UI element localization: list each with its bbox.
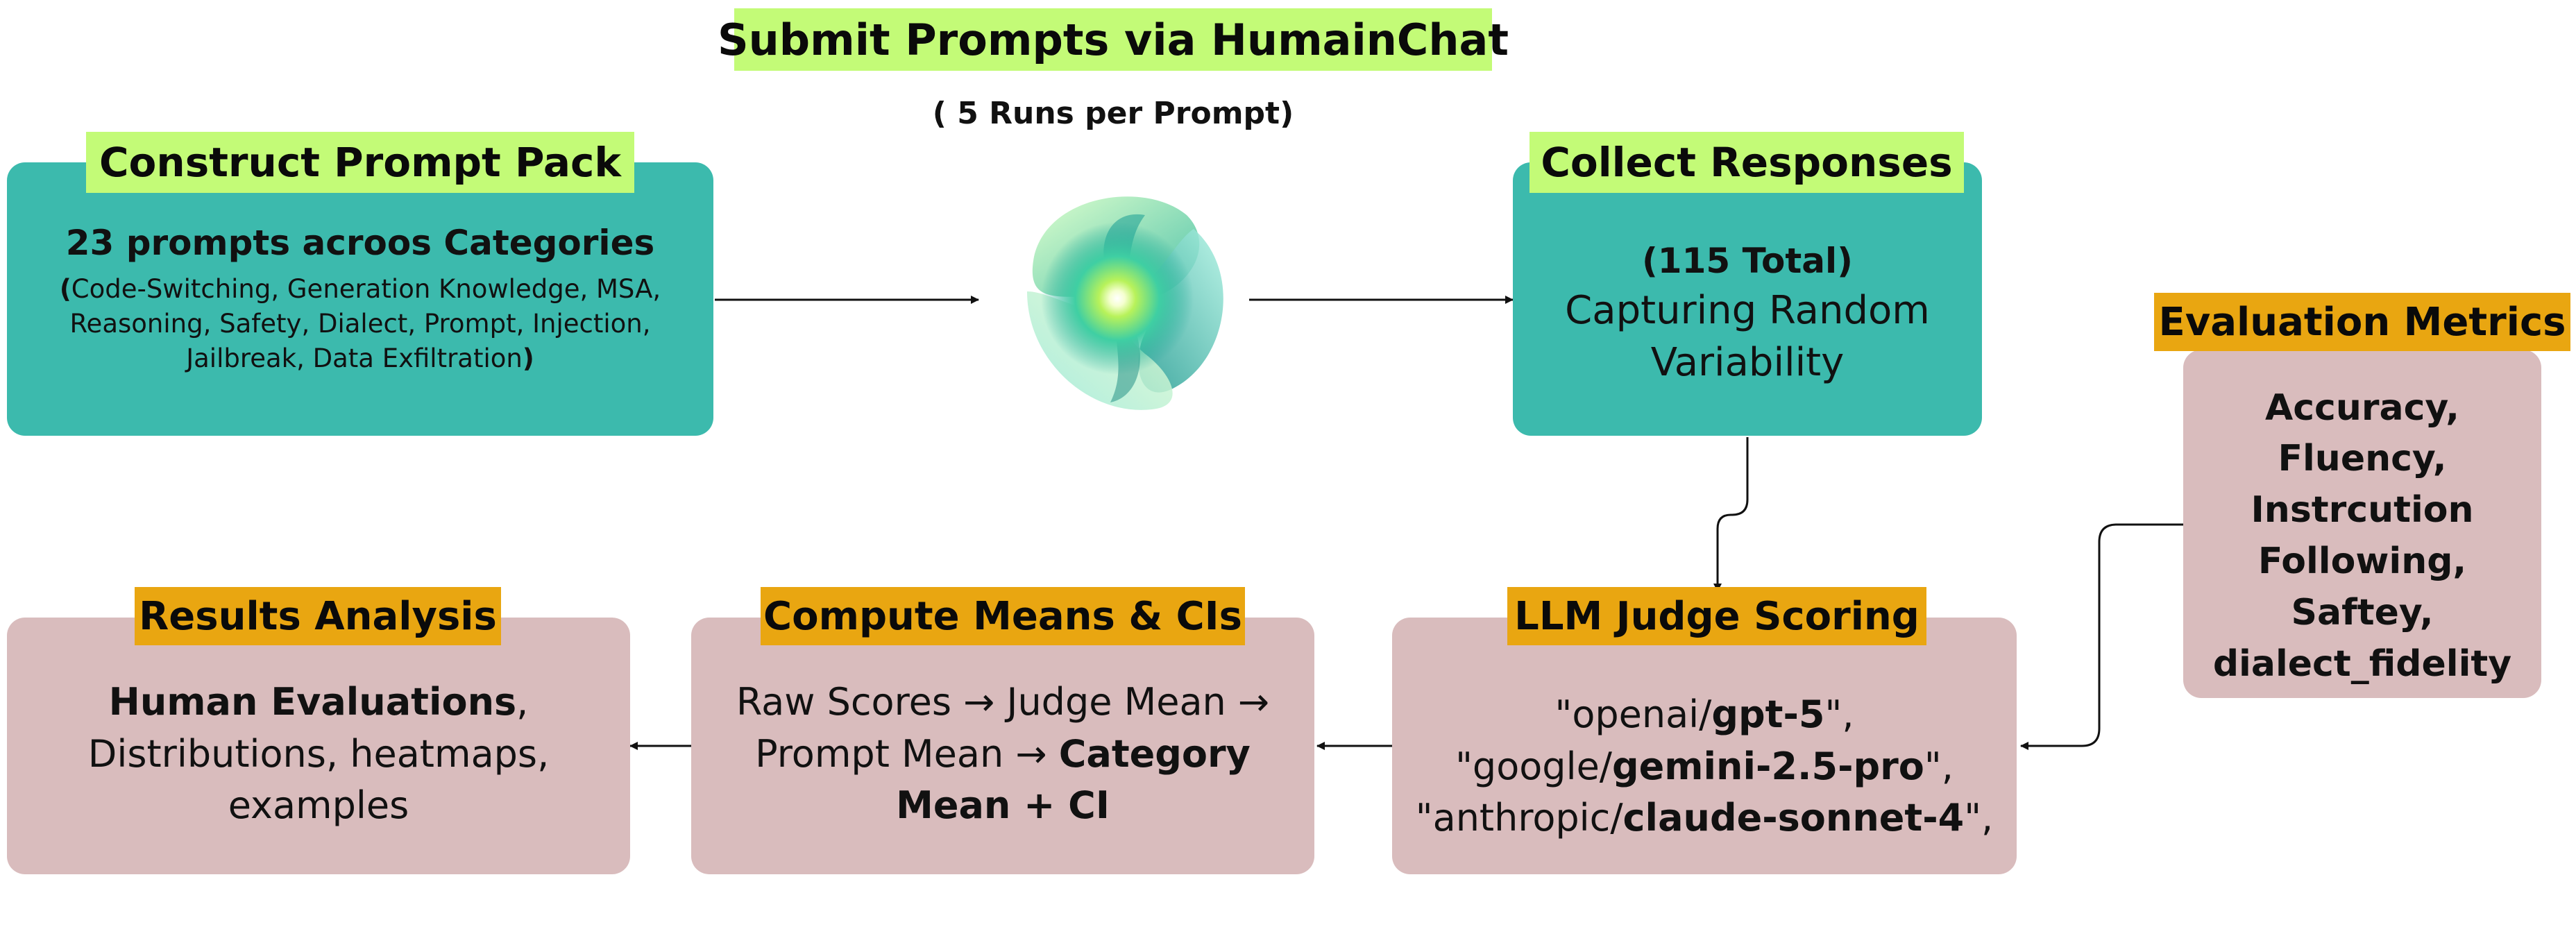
judge-tag-label: LLM Judge Scoring (1514, 593, 1920, 639)
arrow-metrics-to-judge (2020, 523, 2183, 750)
collect-responses-box: (115 Total) Capturing Random Variability (1513, 162, 1982, 436)
model-name: claude-sonnet-4 (1622, 796, 1965, 840)
total-responses: (115 Total) (1641, 240, 1854, 281)
results-line-1: Human Evaluations, (109, 677, 529, 729)
variability: Variability (1650, 340, 1845, 385)
compute-tag-label: Compute Means & CIs (763, 593, 1242, 639)
construct-tag-label: Construct Prompt Pack (99, 139, 622, 186)
construct-heading: 23 prompts acroos Categories (65, 223, 655, 264)
metric-item: Accuracy, (2264, 386, 2460, 429)
llm-judge-scoring-tag: LLM Judge Scoring (1507, 587, 1926, 645)
model-name: gpt-5 (1711, 692, 1825, 737)
paren-close: ) (522, 343, 534, 373)
compute-line-1: Raw Scores → Judge Mean → (736, 680, 1270, 724)
judge-model-row: "openai/gpt-5", (1554, 689, 1854, 741)
submit-prompts-tag: Submit Prompts via HumainChat (718, 8, 1509, 71)
compute-line-3: Mean + CI (896, 783, 1110, 828)
runs-per-prompt-label: ( 5 Runs per Prompt) (932, 96, 1294, 131)
metric-item: Following, (2257, 541, 2467, 582)
model-provider: "openai/ (1554, 692, 1712, 737)
results-comma: , (516, 680, 529, 724)
model-suffix: ", (1964, 796, 1994, 840)
human-evaluations: Human Evaluations (108, 680, 517, 724)
collect-tag-label: Collect Responses (1541, 139, 1953, 186)
compute-line-2: Prompt Mean → Category (755, 729, 1251, 781)
compute-category: Category (1058, 731, 1251, 776)
collect-responses-tag: Collect Responses (1530, 132, 1964, 193)
metric-item: dialect_fidelity (2212, 643, 2512, 685)
metric-item: Fluency, (2278, 438, 2447, 480)
evaluation-metrics-tag: Evaluation Metrics (2154, 293, 2570, 351)
submit-prompts-title: Submit Prompts via HumainChat (717, 14, 1509, 65)
llm-judge-scoring-box: "openai/gpt-5", "google/gemini-2.5-pro",… (1392, 618, 2017, 874)
model-provider: "anthropic/ (1415, 796, 1623, 840)
model-suffix: ", (1824, 692, 1854, 737)
paren-open: ( (59, 274, 71, 305)
capturing-random: Capturing Random (1565, 287, 1930, 333)
model-provider: "google/ (1455, 744, 1612, 788)
compute-means-box: Raw Scores → Judge Mean → Prompt Mean → … (691, 618, 1314, 874)
results-tag-label: Results Analysis (139, 593, 497, 639)
judge-model-row: "google/gemini-2.5-pro", (1455, 741, 1954, 793)
categories-list: Code-Switching, Generation Knowledge, MS… (69, 274, 661, 373)
compute-prompt-mean: Prompt Mean → (755, 731, 1059, 776)
model-suffix: ", (1924, 744, 1954, 788)
arrow-collect-to-judge (1713, 437, 1749, 592)
metric-item: Instrcution (2251, 489, 2474, 531)
results-analysis-tag: Results Analysis (135, 587, 501, 645)
compute-means-tag: Compute Means & CIs (761, 587, 1245, 645)
humain-logo-icon (985, 167, 1249, 430)
metric-item: Saftey, (2291, 591, 2434, 633)
results-analysis-box: Human Evaluations, Distributions, heatma… (7, 618, 630, 874)
results-line-2: Distributions, heatmaps, (87, 731, 550, 776)
construct-prompt-pack-tag: Construct Prompt Pack (86, 132, 634, 193)
construct-prompt-pack-box: 23 prompts acroos Categories (Code-Switc… (7, 162, 713, 436)
results-line-3: examples (228, 783, 409, 828)
evaluation-metrics-box: Accuracy, Fluency, Instrcution Following… (2183, 350, 2541, 698)
judge-model-row: "anthropic/claude-sonnet-4", (1416, 792, 1993, 844)
model-name: gemini-2.5-pro (1611, 744, 1924, 788)
construct-details: (Code-Switching, Generation Knowledge, M… (35, 272, 686, 376)
metrics-tag-label: Evaluation Metrics (2158, 299, 2566, 345)
